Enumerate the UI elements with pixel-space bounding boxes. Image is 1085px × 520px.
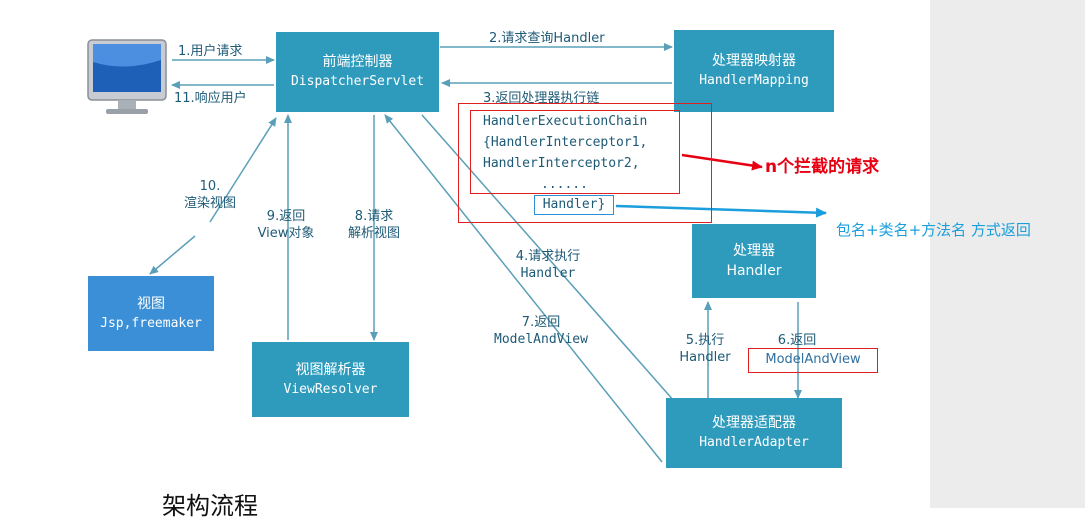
view-resolver-box: 视图解析器 ViewResolver	[252, 342, 409, 417]
handler-adapter-box: 处理器适配器 HandlerAdapter	[666, 398, 842, 468]
step-4-line2: Handler	[520, 266, 576, 281]
interceptor-note: n个拦截的请求	[765, 157, 880, 177]
step-10-line1: 10.	[199, 179, 221, 194]
handler-mapping-box: 处理器映射器 HandlerMapping	[674, 30, 834, 112]
mapping-subtitle: HandlerMapping	[699, 73, 809, 88]
step-10-line2: 渲染视图	[183, 196, 236, 211]
chain-line-3: HandlerInterceptor2,	[483, 156, 640, 171]
step-2-label: 2.请求查询Handler	[489, 31, 605, 46]
handler-subtitle: Handler	[726, 263, 782, 279]
chain-line-4: ......	[541, 177, 588, 192]
arrow-request-execute	[421, 114, 683, 411]
step-9-label: 9.返回 View对象	[244, 208, 328, 242]
adapter-subtitle: HandlerAdapter	[699, 435, 809, 450]
handler-execution-chain: HandlerExecutionChain {HandlerIntercepto…	[483, 111, 647, 195]
step-5-line1: 5.执行	[685, 333, 725, 348]
step-5-line2: Handler	[679, 350, 731, 365]
step-9-line2: View对象	[257, 226, 315, 241]
view-subtitle: Jsp,freemaker	[100, 315, 202, 331]
chain-outer-highlight	[458, 103, 712, 223]
arrow-render-down	[149, 235, 196, 275]
step-5-label: 5.执行 Handler	[668, 332, 742, 366]
step-8-line2: 解析视图	[347, 226, 400, 241]
arrow-return-modelandview-7	[384, 114, 663, 463]
view-box: 视图 Jsp,freemaker	[88, 276, 214, 351]
handler-title: 处理器	[733, 243, 775, 259]
step-3-label: 3.返回处理器执行链	[483, 91, 600, 106]
modelandview-highlight	[748, 348, 878, 373]
view-title: 视图	[137, 295, 165, 312]
step-4-line1: 4.请求执行	[515, 249, 581, 264]
handler-return-note: 包名+类名+方法名 方式返回	[836, 221, 1031, 239]
resolver-subtitle: ViewResolver	[283, 381, 378, 397]
dispatcher-title: 前端控制器	[322, 54, 393, 70]
chain-handler-tag: Handler}	[534, 195, 614, 215]
step-9-line1: 9.返回	[266, 209, 306, 224]
step-11-label: 11.响应用户	[174, 91, 247, 106]
step-7-line1: 7.返回	[521, 315, 561, 330]
chain-line-2: {HandlerInterceptor1,	[483, 135, 648, 150]
step-6-label: 6.返回	[760, 332, 834, 349]
adapter-title: 处理器适配器	[712, 415, 796, 431]
arrow-handler-note	[615, 204, 827, 218]
computer-monitor-icon	[87, 39, 167, 114]
chain-line-1: HandlerExecutionChain	[483, 114, 648, 129]
chain-inner-highlight	[470, 110, 680, 194]
step-7-line2: ModelAndView	[494, 332, 588, 347]
step-6-line2: ModelAndView	[765, 352, 861, 367]
resolver-title: 视图解析器	[295, 361, 366, 378]
dispatcher-servlet-box: 前端控制器 DispatcherServlet	[276, 32, 439, 112]
section-heading: 架构流程	[162, 492, 258, 520]
dispatcher-subtitle: DispatcherServlet	[290, 74, 425, 89]
arrow-layer	[87, 39, 827, 463]
arrow-render-up	[209, 117, 277, 223]
mapping-title: 处理器映射器	[712, 53, 796, 69]
step-4-label: 4.请求执行 Handler	[508, 248, 588, 282]
step-10-label: 10. 渲染视图	[168, 178, 252, 212]
step-8-line1: 8.请求	[354, 209, 394, 224]
handler-box: 处理器 Handler	[692, 224, 816, 298]
step-1-label: 1.用户请求	[178, 44, 243, 59]
arrow-interceptor-note	[681, 153, 763, 171]
step-6-line1: 6.返回	[777, 333, 817, 348]
right-margin-panel	[930, 0, 1085, 508]
step-8-label: 8.请求 解析视图	[332, 208, 416, 242]
step-7-label: 7.返回 ModelAndView	[480, 314, 602, 348]
